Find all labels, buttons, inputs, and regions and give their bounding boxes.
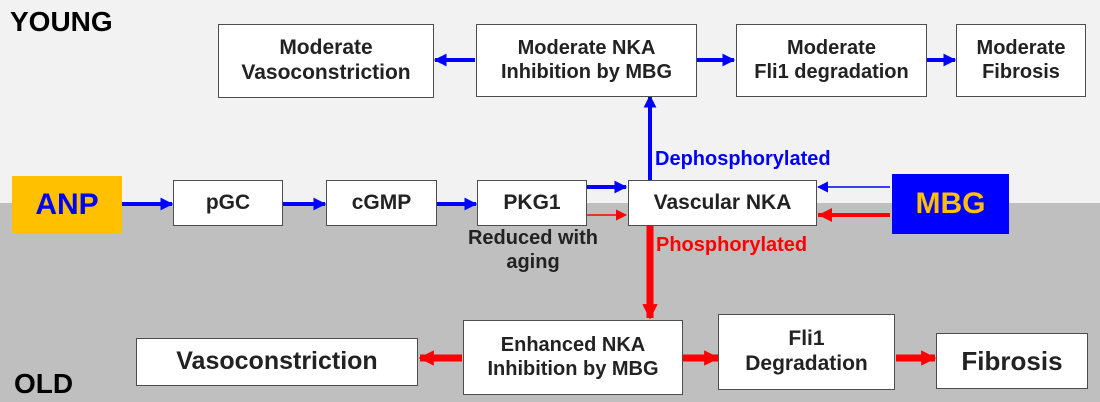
pgc-text: pGC xyxy=(205,190,251,214)
dephosphorylated-label: Dephosphorylated xyxy=(655,148,831,170)
moderate-fli1-degradation-box: Moderate Fli1 degradation xyxy=(736,24,927,97)
fli1-degradation-box: Fli1 Degradation xyxy=(718,314,895,390)
fibrosis-box: Fibrosis xyxy=(936,333,1088,389)
cgmp-text: cGMP xyxy=(351,190,412,214)
mbg-text: MBG xyxy=(915,187,986,221)
fli1-degradation-text: Fli1 Degradation xyxy=(745,327,868,375)
moderate-vasoconstriction-text: Moderate Vasoconstriction xyxy=(241,36,411,84)
enhanced-nka-inhibition-box: Enhanced NKA Inhibition by MBG xyxy=(463,320,683,395)
moderate-fli1-degradation-text: Moderate Fli1 degradation xyxy=(754,36,909,83)
vasoconstriction-text: Vasoconstriction xyxy=(176,347,378,376)
mbg-box: MBG xyxy=(892,174,1009,234)
moderate-nka-inhibition-text: Moderate NKA Inhibition by MBG xyxy=(500,36,673,83)
pkg1-box: PKG1 xyxy=(477,180,587,226)
moderate-fibrosis-text: Moderate Fibrosis xyxy=(976,36,1066,83)
vascular-nka-box: Vascular NKA xyxy=(628,180,817,226)
phosphorylated-label: Phosphorylated xyxy=(656,234,808,256)
young-label: YOUNG xyxy=(10,6,113,37)
anp-text: ANP xyxy=(35,187,99,221)
reduced-with-aging-label: Reduced with aging xyxy=(467,227,598,274)
enhanced-nka-inhibition-text: Enhanced NKA Inhibition by MBG xyxy=(487,333,659,380)
arrow-mbg-to-vascular-red-head xyxy=(818,208,832,222)
fibrosis-text: Fibrosis xyxy=(961,345,1063,376)
cgmp-box: cGMP xyxy=(326,180,437,226)
anp-box: ANP xyxy=(12,176,122,233)
pkg1-text: PKG1 xyxy=(503,190,561,214)
moderate-vasoconstriction-box: Moderate Vasoconstriction xyxy=(218,24,434,98)
old-label: OLD xyxy=(14,368,74,399)
pgc-box: pGC xyxy=(173,180,283,226)
moderate-nka-inhibition-box: Moderate NKA Inhibition by MBG xyxy=(476,24,697,97)
vascular-nka-text: Vascular NKA xyxy=(653,190,792,214)
moderate-fibrosis-box: Moderate Fibrosis xyxy=(956,24,1086,97)
vasoconstriction-box: Vasoconstriction xyxy=(136,338,418,386)
